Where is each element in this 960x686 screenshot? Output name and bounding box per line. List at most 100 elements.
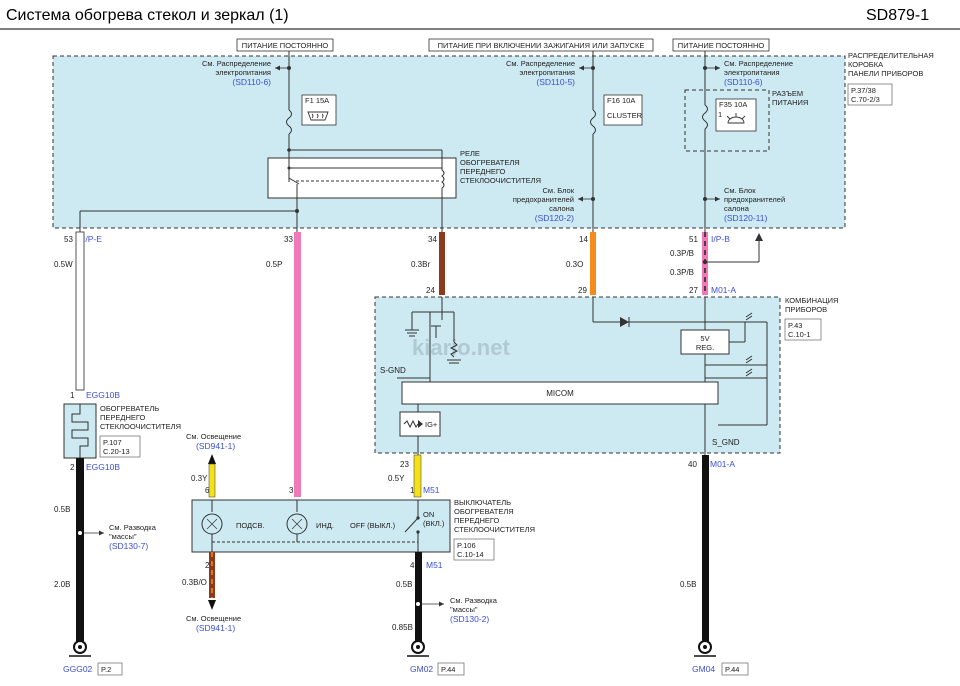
heater-label: ОБОГРЕВАТЕЛЬ ПЕРЕДНЕГО СТЕКЛООЧИСТИТЕЛЯ … xyxy=(99,404,181,458)
svg-text:0.3B/O: 0.3B/O xyxy=(182,578,207,587)
svg-text:GM04: GM04 xyxy=(692,664,715,674)
fuse-f16: F16 10A CLUSTER xyxy=(590,94,643,135)
svg-text:IG+: IG+ xyxy=(425,420,438,429)
svg-text:F35 10A: F35 10A xyxy=(719,100,747,109)
power-connector: РАЗЪЕМ ПИТАНИЯ xyxy=(684,89,808,152)
switch-podsv: ПОДСВ. xyxy=(236,521,265,530)
transistor-icon xyxy=(745,312,753,377)
svg-text:ОБОГРЕВАТЕЛЬ: ОБОГРЕВАТЕЛЬ xyxy=(100,404,159,413)
svg-text:3: 3 xyxy=(289,486,294,495)
junction-box-label: РАСПРЕДЕЛИТЕЛЬНАЯ КОРОБКА ПАНЕЛИ ПРИБОРО… xyxy=(847,51,934,106)
svg-text:M51: M51 xyxy=(423,485,440,495)
instrument-cluster xyxy=(374,296,781,454)
svg-text:ПЕРЕДНЕГО: ПЕРЕДНЕГО xyxy=(100,413,146,422)
fuse-block-note-right: См. Блок предохранителей салона (SD120-1… xyxy=(703,186,785,223)
svg-text:C.10-1: C.10-1 xyxy=(788,330,811,339)
s-gnd-left-label: S-GND xyxy=(380,366,406,375)
diode-icon xyxy=(620,317,629,327)
svg-text:51: 51 xyxy=(689,235,698,244)
defroster-icon xyxy=(307,111,329,121)
svg-text:(SD110-6): (SD110-6) xyxy=(232,77,271,87)
ground-note-mid: См. Разводка "массы" (SD130-2) xyxy=(416,596,498,624)
fuse-f35: F35 10A 1 xyxy=(702,98,757,132)
svg-text:1: 1 xyxy=(70,391,75,400)
switch-on: ON xyxy=(423,510,434,519)
svg-text:электропитания: электропитания xyxy=(215,68,271,77)
svg-text:РЕЛЕ: РЕЛЕ xyxy=(460,149,480,158)
svg-text:ОБОГРЕВАТЕЛЯ: ОБОГРЕВАТЕЛЯ xyxy=(454,507,514,516)
dist-note-left: См. Распределение электропитания (SD110-… xyxy=(202,59,291,87)
svg-text:0.5B: 0.5B xyxy=(396,580,412,589)
wire-0.5B-gm04 xyxy=(702,455,709,641)
svg-text:P.43: P.43 xyxy=(788,321,802,330)
svg-text:0.3P/B: 0.3P/B xyxy=(670,268,694,277)
svg-text:(SD110-6): (SD110-6) xyxy=(724,77,763,87)
fuse-f1: F1 15A xyxy=(286,94,337,135)
svg-text:M01-A: M01-A xyxy=(711,285,736,295)
svg-text:24: 24 xyxy=(426,286,435,295)
svg-text:P.106: P.106 xyxy=(457,541,476,550)
svg-text:2: 2 xyxy=(205,561,210,570)
lighting-note-top: См. Освещение (SD941-1) xyxy=(186,432,241,464)
dist-note-mid: См. Распределение электропитания (SD110-… xyxy=(506,59,595,87)
relay-label: РЕЛЕ ОБОГРЕВАТЕЛЯ ПЕРЕДНЕГО СТЕКЛООЧИСТИ… xyxy=(460,149,541,185)
svg-text:См. Освещение: См. Освещение xyxy=(186,614,241,623)
diagram-title: Система обогрева стекол и зеркал (1) xyxy=(6,7,289,24)
wire-0.5W xyxy=(75,231,85,391)
svg-text:0.3O: 0.3O xyxy=(566,260,583,269)
ground-gm04: GM04 P.44 xyxy=(692,640,749,676)
svg-text:4: 4 xyxy=(410,561,415,570)
micom: MICOM xyxy=(401,381,719,405)
svg-text:"массы": "массы" xyxy=(109,532,137,541)
svg-text:СТЕКЛООЧИСТИТЕЛЯ: СТЕКЛООЧИСТИТЕЛЯ xyxy=(460,176,541,185)
windshield-heater xyxy=(63,403,97,459)
ground-note-left: См. Разводка "массы" (SD130-7) xyxy=(78,523,157,551)
svg-text:40: 40 xyxy=(688,460,697,469)
svg-text:электропитания: электропитания xyxy=(519,68,575,77)
switch-ind: ИНД. xyxy=(316,521,334,530)
ground-gm02: GM02 P.44 xyxy=(407,640,465,676)
svg-text:ПИТАНИЕ ПОСТОЯННО: ПИТАНИЕ ПОСТОЯННО xyxy=(678,41,765,50)
ig-input: IG+ xyxy=(399,411,441,437)
watermark: kiario.net xyxy=(412,335,510,360)
switch-off: OFF (ВЫКЛ.) xyxy=(350,521,396,530)
svg-text:0.5B: 0.5B xyxy=(54,505,70,514)
svg-text:(SD130-7): (SD130-7) xyxy=(109,541,148,551)
svg-text:предохранителей: предохранителей xyxy=(513,195,574,204)
svg-text:0.5Y: 0.5Y xyxy=(388,474,405,483)
svg-text:33: 33 xyxy=(284,235,293,244)
svg-text:0.3P/B: 0.3P/B xyxy=(670,249,694,258)
svg-text:27: 27 xyxy=(689,286,698,295)
svg-text:I/P-E: I/P-E xyxy=(83,234,102,244)
svg-text:P.37/38: P.37/38 xyxy=(851,86,876,95)
svg-text:ПИТАНИЯ: ПИТАНИЯ xyxy=(772,98,808,107)
wire-0.5B-ggg02 xyxy=(76,458,84,641)
svg-text:ПИТАНИЕ ПОСТОЯННО: ПИТАНИЕ ПОСТОЯННО xyxy=(242,41,329,50)
svg-text:См. Распределение: См. Распределение xyxy=(202,59,271,68)
wire-0.3Br xyxy=(439,232,445,295)
svg-text:ПЕРЕДНЕГО: ПЕРЕДНЕГО xyxy=(460,167,506,176)
svg-text:I/P-B: I/P-B xyxy=(711,234,730,244)
svg-text:14: 14 xyxy=(579,235,588,244)
svg-text:ОБОГРЕВАТЕЛЯ: ОБОГРЕВАТЕЛЯ xyxy=(460,158,520,167)
svg-text:(SD120-2): (SD120-2) xyxy=(535,213,574,223)
svg-text:P.2: P.2 xyxy=(101,665,111,674)
power-label-right: ПИТАНИЕ ПОСТОЯННО xyxy=(672,38,770,52)
heater-switch xyxy=(191,499,451,553)
svg-text:ВЫКЛЮЧАТЕЛЬ: ВЫКЛЮЧАТЕЛЬ xyxy=(454,498,511,507)
svg-text:См. Разводка: См. Разводка xyxy=(109,523,157,532)
svg-text:P.44: P.44 xyxy=(725,665,739,674)
svg-text:КОМБИНАЦИЯ: КОМБИНАЦИЯ xyxy=(785,296,838,305)
voltage-regulator: 5V REG. xyxy=(680,329,730,355)
svg-text:34: 34 xyxy=(428,235,437,244)
diagram-code: SD879-1 xyxy=(866,7,929,24)
svg-text:0.5P: 0.5P xyxy=(266,260,282,269)
svg-text:0.85B: 0.85B xyxy=(392,623,413,632)
svg-text:2.0B: 2.0B xyxy=(54,580,70,589)
svg-text:салона: салона xyxy=(724,204,750,213)
wire-0.3Y xyxy=(208,463,216,498)
svg-text:MICOM: MICOM xyxy=(546,389,574,398)
svg-text:M01-A: M01-A xyxy=(710,459,735,469)
svg-text:(SD110-5): (SD110-5) xyxy=(536,77,575,87)
